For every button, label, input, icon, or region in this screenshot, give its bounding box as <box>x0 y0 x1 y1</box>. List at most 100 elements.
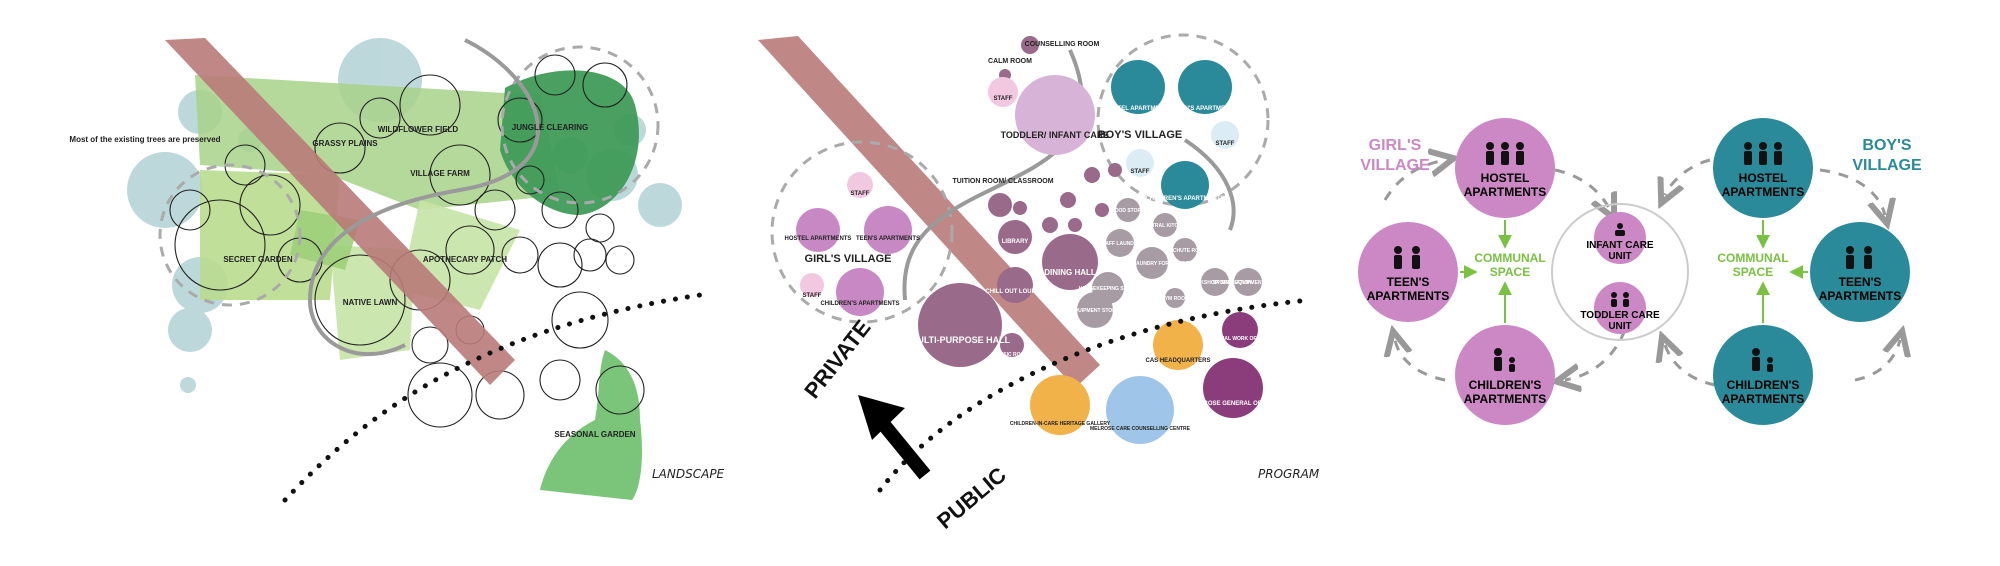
landscape-panel: GRASSY PLAINS WILDFLOWER FIELD JUNGLE CL… <box>69 38 725 503</box>
room-label: TODDLER/ INFANT CARE <box>1001 130 1110 140</box>
program-rooms <box>796 36 1263 444</box>
node-label: APARTMENTS <box>1722 392 1804 406</box>
room-label: MULTI-PURPOSE HALL <box>910 335 1011 345</box>
room-label: BIN CHUTE ROOM <box>1163 248 1207 254</box>
boys-children-node <box>1713 325 1813 425</box>
room-label: COUNSELLING ROOM <box>1025 41 1100 48</box>
room-label: CHILDREN'S APARTMENTS <box>1145 196 1224 202</box>
village-label: BOY'S VILLAGE <box>1098 129 1183 141</box>
secret-garden-boundary <box>158 163 302 307</box>
room-label: SOCIAL WORK OFFICE <box>1212 336 1268 342</box>
boys-teens-node <box>1810 222 1910 322</box>
girls-village-title: VILLAGE <box>1360 157 1430 174</box>
circulation-swoop <box>307 38 540 357</box>
room-label: TUITION ROOM/ CLASSROOM <box>952 178 1053 185</box>
toddler-care-node <box>1594 282 1646 334</box>
node-label: HOSTEL <box>1481 171 1530 185</box>
zone-label: JUNGLE CLEARING <box>512 123 588 132</box>
boys-communal-label: COMMUNAL <box>1717 251 1788 265</box>
room-label: CENTRAL KITCHEN <box>1141 223 1189 229</box>
public-private-boundary <box>282 292 703 503</box>
room-label: DIY WORKSHOP/ SIMULATION <box>1178 280 1252 286</box>
room-label: CHILDREN-IN-CARE HERITAGE GALLERY <box>1010 421 1111 427</box>
zone-label: GRASSY PLAINS <box>312 139 378 148</box>
node-label: UNIT <box>1608 321 1631 332</box>
node-label: CHILDREN'S <box>1469 378 1542 392</box>
room-label: EQUIPMENT STORE <box>1071 308 1120 314</box>
room-label: CENTRAL LAUNDRY FOR CHILDREN <box>1108 261 1197 267</box>
room-label: LIBRARY <box>1002 239 1028 245</box>
infant-care-node <box>1594 212 1646 264</box>
node-label: APARTMENTS <box>1367 289 1449 303</box>
room-label: STAFF <box>1131 169 1150 175</box>
room-label: STAFF <box>851 191 870 197</box>
node-label: TEEN'S <box>1839 275 1882 289</box>
boys-hostel-node <box>1713 118 1813 218</box>
room-label: GYM ROOM <box>1161 296 1189 302</box>
room-label: TEEN'S APARTMENTS <box>856 236 920 242</box>
node-label: APARTMENTS <box>1464 392 1546 406</box>
seasonal-garden-zone <box>540 350 643 500</box>
room-label: TEEN'S APARTMENTS <box>1173 106 1237 112</box>
room-label: STAFF LAUNDRY <box>1099 241 1141 247</box>
boys-communal-label: SPACE <box>1733 265 1773 279</box>
node-label: HOSTEL <box>1739 171 1788 185</box>
node-label: APARTMENTS <box>1464 185 1546 199</box>
landscape-caption: LANDSCAPE <box>652 467 725 481</box>
zone-label: SEASONAL GARDEN <box>554 430 635 439</box>
room-label: STAFF <box>1216 141 1235 147</box>
room-label: SPORTS EQUIPMENT STORE <box>1213 280 1284 286</box>
node-label: INFANT CARE <box>1586 240 1654 251</box>
room-label: STAFF <box>803 293 822 299</box>
node-label: UNIT <box>1608 251 1631 262</box>
node-label: APARTMENTS <box>1819 289 1901 303</box>
node-label: TEEN'S <box>1387 275 1430 289</box>
care-units-ring <box>1551 203 1689 341</box>
private-public-arrow <box>858 395 931 480</box>
boys-village-title: BOY'S <box>1862 137 1911 154</box>
room-label: CAS HEADQUARTERS <box>1145 358 1210 364</box>
room-label: HOSTEL APARTMENTS <box>785 236 852 242</box>
trees-annotation: Most of the existing trees are preserved <box>69 135 220 144</box>
girls-village-boundary <box>770 140 954 324</box>
node-label: CHILDREN'S <box>1727 378 1800 392</box>
room-label: FOOD STORE <box>1112 208 1146 214</box>
girls-teens-node <box>1358 222 1458 322</box>
zone-label: APOTHECARY PATCH <box>423 255 507 264</box>
private-label: PRIVATE <box>799 315 875 403</box>
node-label: TODDLER CARE <box>1580 310 1660 321</box>
jungle-boundary <box>500 45 660 205</box>
program-caption: PROGRAM <box>1258 467 1320 481</box>
program-panel: CALM ROOM COUNSELLING ROOM STAFF TODDLER… <box>758 33 1320 534</box>
zone-label: VILLAGE FARM <box>410 169 470 178</box>
village-label: GIRL'S VILLAGE <box>805 253 892 265</box>
circulation-band <box>165 38 515 385</box>
room-label: CALM ROOM <box>988 58 1032 65</box>
zone-label: NATIVE LAWN <box>343 298 398 307</box>
room-label: MELROSE CARE COUNSELLING CENTRE <box>1090 426 1191 432</box>
girls-communal-label: COMMUNAL <box>1474 251 1545 265</box>
public-label: PUBLIC <box>932 462 1011 534</box>
room-label: STAFF <box>994 96 1013 102</box>
relationships-panel: HOSTEL APARTMENTS TEEN'S APARTMENTS CHIL… <box>1358 118 1922 425</box>
node-label: APARTMENTS <box>1722 185 1804 199</box>
zone-label: SECRET GARDEN <box>223 255 293 264</box>
room-label: MELROSE GENERAL OFFICE <box>1191 401 1275 407</box>
girls-village-title: GIRL'S <box>1369 137 1422 154</box>
room-label: MUSIC ROOM <box>995 352 1028 358</box>
room-label: HOUSEKEEPING STORE <box>1079 286 1138 292</box>
room-label: HOSTEL APARTMENTS <box>1105 106 1172 112</box>
room-label: DINING HALL <box>1044 268 1096 277</box>
girls-children-node <box>1455 325 1555 425</box>
room-label: CHILL OUT LOUNGE <box>985 289 1044 295</box>
communal-arrows <box>1460 220 1808 323</box>
people-icon <box>1394 142 1872 372</box>
boys-village-title: VILLAGE <box>1852 157 1922 174</box>
program-swoop <box>1183 138 1236 231</box>
girls-communal-label: SPACE <box>1490 265 1530 279</box>
zone-label: WILDFLOWER FIELD <box>378 125 459 134</box>
girls-hostel-node <box>1455 118 1555 218</box>
program-labels: CALM ROOM COUNSELLING ROOM STAFF TODDLER… <box>785 41 1284 432</box>
room-label: CHILDREN'S APARTMENTS <box>820 301 899 307</box>
